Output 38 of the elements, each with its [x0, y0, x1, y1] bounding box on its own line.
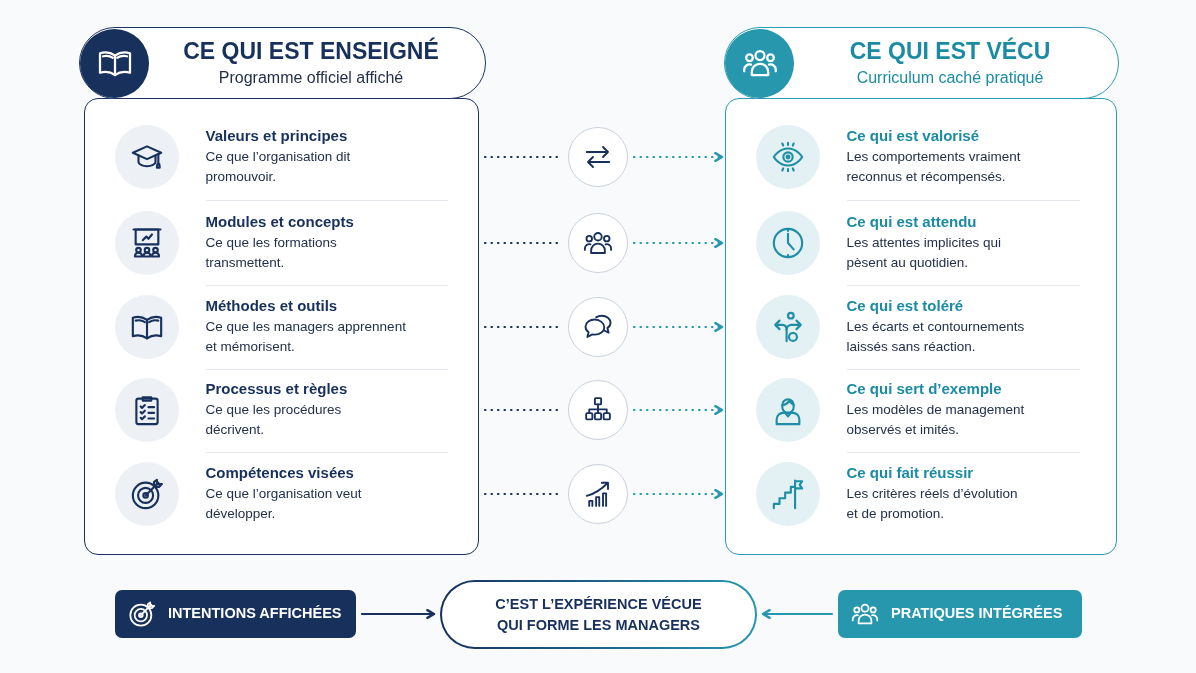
- section-title: CE QUI EST ENSEIGNÉ: [183, 37, 439, 66]
- item-description: Les écarts et contournements laissés sans réaction.: [846, 318, 1026, 356]
- section-title: CE QUI EST VÉCU: [849, 37, 1051, 66]
- item-title: Modules et concepts: [205, 212, 354, 232]
- item-description: Ce que les managers apprennent et mémorisent.: [205, 318, 407, 356]
- item-description: Ce que les formations transmettent.: [205, 234, 338, 272]
- item-title: Ce qui est attendu: [846, 212, 977, 232]
- message-text: C’EST L’EXPÉRIENCE VÉCUE QUI FORME LES MANAGERS: [494, 594, 703, 635]
- item-description: Les comportements vraiment reconnus et récompensés.: [846, 148, 1022, 186]
- section-subtitle: Programme officiel affiché: [218, 68, 404, 88]
- label-banner: [838, 590, 1082, 638]
- dotted-arrow: [632, 488, 724, 500]
- arrow: [761, 608, 834, 620]
- panel: [725, 98, 1117, 555]
- banner-text: INTENTIONS AFFICHÉES: [168, 604, 342, 624]
- arrow: [360, 608, 436, 620]
- dotted-arrow: [632, 151, 724, 163]
- item-title: Processus et règles: [205, 379, 348, 399]
- item-title: Compétences visées: [205, 463, 354, 483]
- item-description: Ce que l’organisation veut développer.: [205, 485, 363, 523]
- section-subtitle: Curriculum caché pratiqué: [856, 68, 1044, 88]
- item-description: Les critères réels d’évolution et de promotion.: [846, 485, 1019, 523]
- item-title: Ce qui sert d’exemple: [846, 379, 1002, 399]
- item-title: Valeurs et principes: [205, 126, 348, 146]
- dotted-arrow: [632, 321, 724, 333]
- label-banner: [115, 590, 356, 638]
- dotted-arrow: [632, 404, 724, 416]
- item-title: Ce qui est toléré: [846, 296, 964, 316]
- item-description: Les modèles de management observés et imités.: [846, 401, 1026, 439]
- dotted-arrow: [632, 237, 724, 249]
- item-title: Méthodes et outils: [205, 296, 338, 316]
- item-description: Les attentes implicites qui pèsent au quotidien.: [846, 234, 1003, 272]
- item-title: Ce qui est valorisé: [846, 126, 980, 146]
- item-title: Ce qui fait réussir: [846, 463, 974, 483]
- item-description: Ce que les procédures décrivent.: [205, 401, 343, 439]
- banner-text: PRATIQUES INTÉGRÉES: [891, 604, 1063, 624]
- item-description: Ce que l’organisation dit promouvoir.: [205, 148, 352, 186]
- panel: [84, 98, 479, 555]
